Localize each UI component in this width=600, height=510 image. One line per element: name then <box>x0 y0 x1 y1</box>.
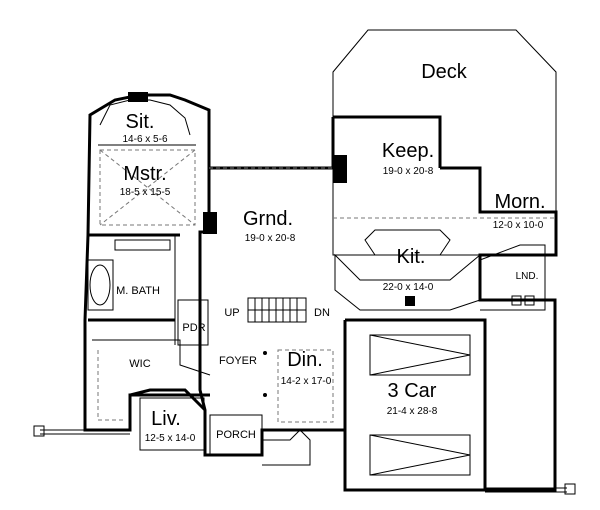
mbath-label: M. BATH <box>116 285 160 297</box>
grnd-dims: 19-0 x 20-8 <box>245 233 296 244</box>
liv-room <box>139 397 205 451</box>
washer <box>511 295 522 306</box>
din-label: Din. <box>287 349 323 371</box>
lnd-label: LND. <box>516 271 539 282</box>
sit-bay-inner <box>99 99 191 136</box>
pdr-room <box>177 299 209 346</box>
dryer <box>524 295 535 306</box>
wic-label: WIC <box>129 358 150 370</box>
stairs-down-label: DN <box>314 307 330 319</box>
foyer-column <box>263 393 267 397</box>
morn-label: Morn. <box>494 191 545 213</box>
porch-steps <box>262 429 311 466</box>
sink <box>405 296 415 306</box>
stairs-up-label: UP <box>224 307 239 319</box>
keep-dims: 19-0 x 20-8 <box>383 166 434 177</box>
site-marker <box>564 483 576 495</box>
kit-dims: 22-0 x 14-0 <box>383 282 434 293</box>
garage-wall <box>345 318 487 490</box>
keep-wall <box>333 115 442 168</box>
vanity <box>114 239 171 251</box>
garage-doors <box>369 334 471 476</box>
garage-label: 3 Car <box>388 380 437 402</box>
site-marker <box>33 425 45 437</box>
master-ceiling-diag <box>99 149 196 226</box>
din-dims: 14-2 x 17-0 <box>281 376 332 387</box>
deck-outline <box>332 29 557 256</box>
stairs <box>247 297 307 323</box>
sit-dims: 14-6 x 5-6 <box>122 134 167 145</box>
garage-dims: 21-4 x 28-8 <box>387 406 438 417</box>
grand-fireplace <box>203 212 217 234</box>
keep-label: Keep. <box>382 140 434 162</box>
laundry-wall <box>479 244 546 311</box>
liv-dims: 12-5 x 14-0 <box>145 433 196 444</box>
deck-label: Deck <box>421 61 468 83</box>
keep-fireplace <box>333 155 347 183</box>
porch-label: PORCH <box>216 429 256 441</box>
mstr-dims: 18-5 x 15-5 <box>120 187 171 198</box>
wic-wall <box>92 339 211 376</box>
liv-bay-wall <box>128 388 207 430</box>
foyer-label: FOYER <box>219 355 257 367</box>
master-ceiling-diag <box>99 149 196 226</box>
grnd-label: Grnd. <box>243 208 293 230</box>
tub-surround <box>87 259 114 311</box>
wic-shelf <box>97 350 125 421</box>
dining-ceiling <box>277 349 334 423</box>
sit-window-block <box>128 92 148 102</box>
liv-label: Liv. <box>151 408 181 430</box>
mstr-label: Mstr. <box>123 163 166 185</box>
sit-label: Sit. <box>126 111 155 133</box>
foyer-column <box>263 351 267 355</box>
pdr-label: PDR <box>182 322 205 334</box>
porch-floor <box>209 414 263 456</box>
morn-dims: 12-0 x 10-0 <box>493 220 544 231</box>
kitchen-island <box>364 229 451 256</box>
kit-label: Kit. <box>397 246 426 268</box>
kitchen-counter <box>334 253 481 311</box>
tub <box>89 264 111 306</box>
